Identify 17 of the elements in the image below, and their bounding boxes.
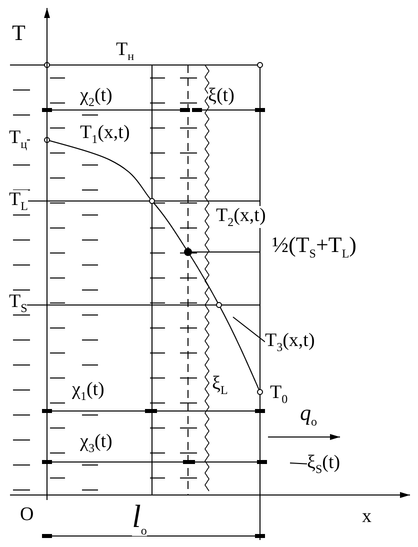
axis-label: χ$_{1}$(t) xyxy=(72,380,104,402)
axis-label: T$_{ц}$ xyxy=(9,128,28,150)
axis-label: T$_{0}$ xyxy=(270,383,288,405)
axis-label: ½(T$_{S}$+T$_{L}$) xyxy=(272,234,356,260)
axis-label: ξ$_{L}$ xyxy=(212,374,228,396)
axis-label: χ$_{3}$(t) xyxy=(80,432,112,454)
axis-label: T$_{2}$(x,t) xyxy=(216,206,266,228)
axis-label: T$_{н}$ xyxy=(116,40,134,62)
axis-label: T$_{1}$(x,t) xyxy=(80,123,130,145)
axis-label: T$_{S}$ xyxy=(9,292,28,314)
leader-line xyxy=(290,462,308,464)
axis-label: ξ(t) xyxy=(208,86,234,105)
axis-label: T$_{L}$ xyxy=(9,190,28,212)
leader-line xyxy=(232,316,266,342)
axis-label: χ$_{2}$(t) xyxy=(80,86,112,108)
curve-label: ξ$_{S}$(t) xyxy=(307,453,340,475)
curve-label: T$_{3}$(x,t) xyxy=(265,331,315,353)
